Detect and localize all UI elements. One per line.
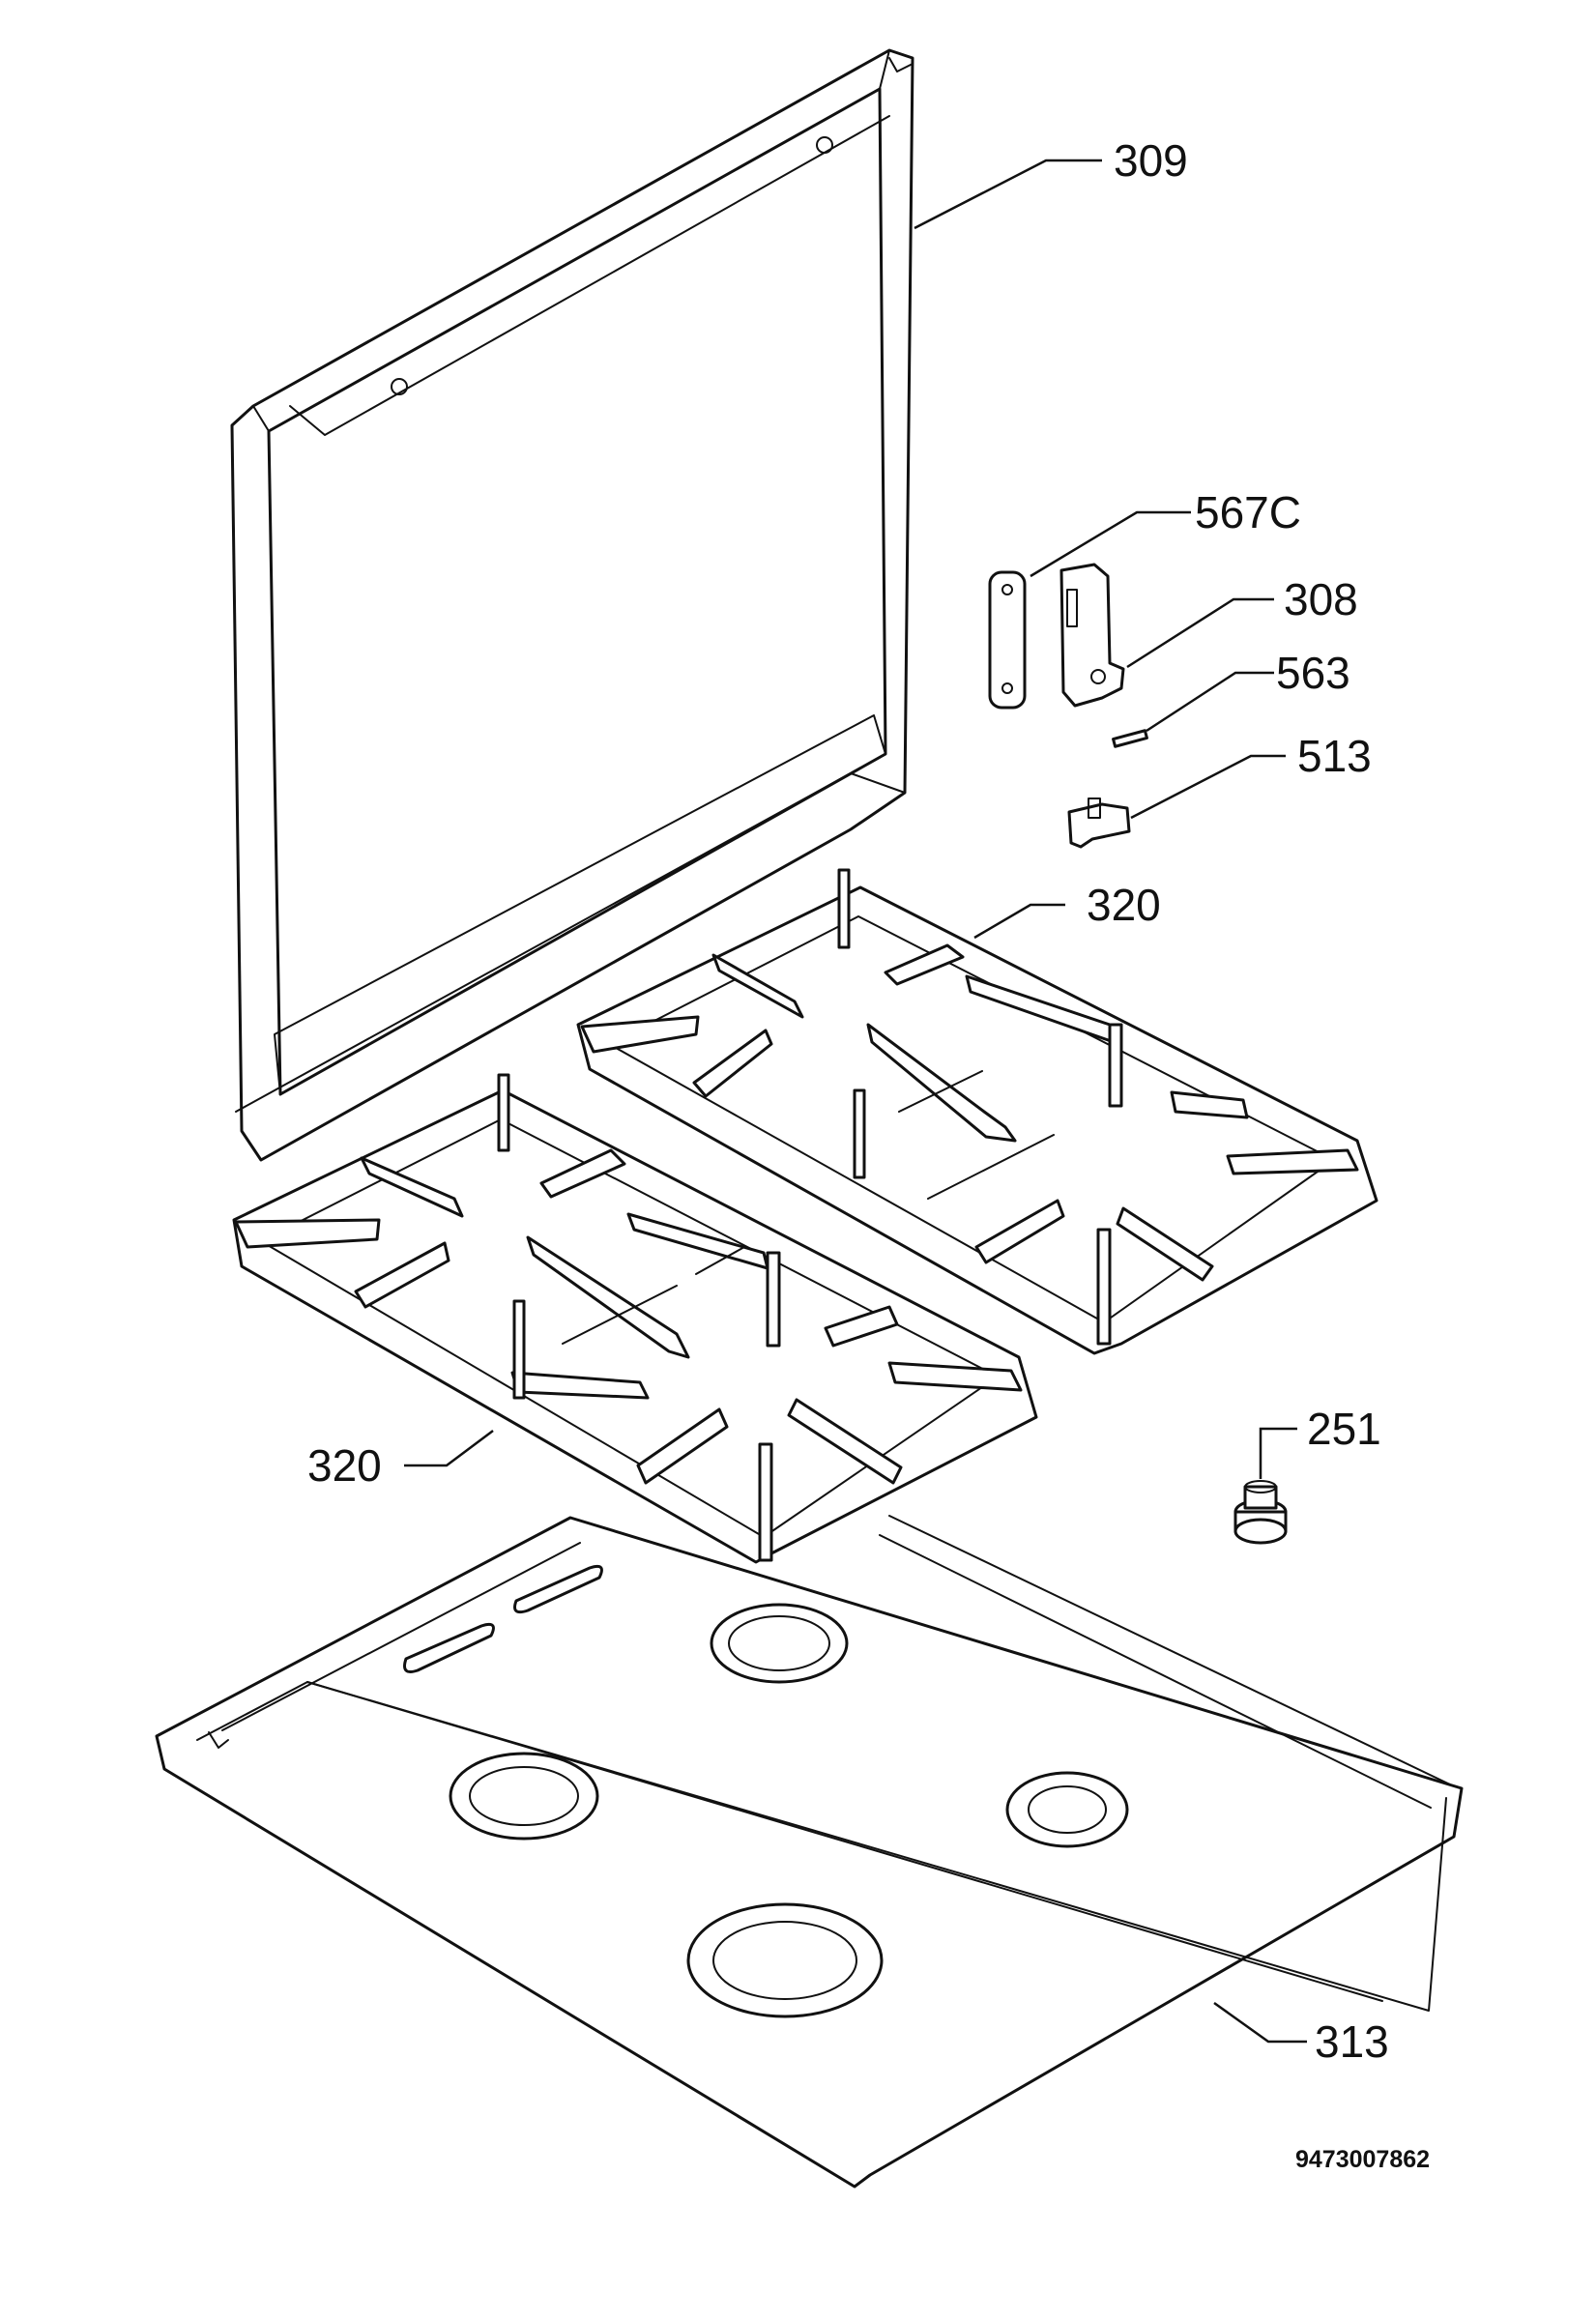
leader-hinge-plate — [1030, 510, 1191, 578]
callout-pan-support-left: 320 — [307, 1440, 382, 1491]
document-number: 9473007862 — [1295, 2146, 1430, 2173]
hinge-plate-part — [988, 570, 1027, 710]
lid-part — [230, 48, 914, 1162]
leader-pin — [1146, 671, 1274, 733]
callout-hob-top: 313 — [1315, 2016, 1389, 2067]
pin-part — [1112, 729, 1148, 748]
callout-lid: 309 — [1114, 135, 1188, 186]
leader-foot — [1259, 1427, 1297, 1479]
callout-pan-support-right: 320 — [1087, 880, 1161, 930]
foot-part — [1233, 1480, 1288, 1545]
leader-hinge-bracket — [1130, 754, 1286, 820]
leader-pan-support-right — [973, 903, 1065, 940]
callout-hinge-plate: 567C — [1195, 487, 1301, 537]
leader-hinge — [1126, 597, 1274, 669]
hob-top-part — [155, 1515, 1464, 2189]
leader-lines — [404, 159, 1307, 2044]
pan-support-right-part — [576, 868, 1378, 1355]
pan-support-left-part — [232, 1073, 1038, 1564]
leader-pan-support-left — [404, 1430, 494, 1467]
callout-hinge: 308 — [1284, 574, 1358, 624]
leader-lid — [914, 159, 1102, 230]
leader-hob-top — [1213, 2001, 1307, 2044]
hinge-part — [1059, 563, 1125, 708]
callout-labels: 309 567C 308 563 513 320 320 251 313 947… — [307, 135, 1430, 2173]
callout-pin: 563 — [1276, 648, 1350, 698]
hinge-bracket-part — [1067, 798, 1131, 849]
callout-foot: 251 — [1307, 1404, 1381, 1454]
callout-hinge-bracket: 513 — [1297, 731, 1372, 781]
